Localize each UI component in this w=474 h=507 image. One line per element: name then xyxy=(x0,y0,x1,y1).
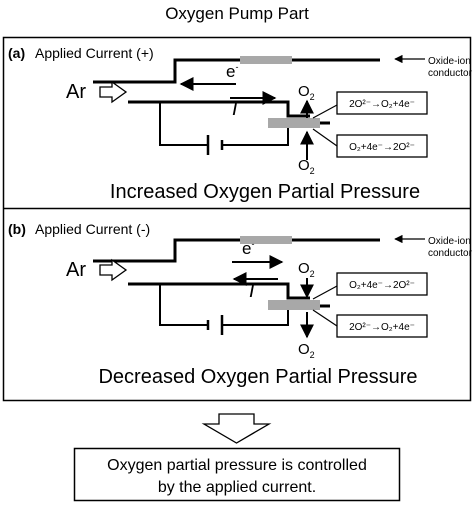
panel-b-tube-outer-wall xyxy=(93,238,380,263)
panel-a-o2-top-label: O2 xyxy=(298,83,315,102)
panel-b-reaction-bottom: 2O²⁻→O₂+4e⁻ xyxy=(349,322,415,333)
panel-a-label: (a) xyxy=(8,45,25,61)
panel-a-reaction-bottom-connector xyxy=(312,128,338,147)
conclusion-line-1: Oxygen partial pressure is controlled xyxy=(107,457,367,474)
panel-b-reaction-bottom-connector xyxy=(312,309,338,327)
panel-b-ar-inlet-arrow xyxy=(99,258,128,282)
panel-a-circuit-wire-left xyxy=(159,102,208,146)
panel-b-conductor-bottom xyxy=(268,300,320,310)
panel-a-ar-label: Ar xyxy=(66,81,86,103)
panel-a-conductor-bottom xyxy=(268,118,320,128)
panel-b-circuit-wire-left xyxy=(159,284,208,326)
panel-a-circuit-wire-right xyxy=(222,128,289,146)
conclusion-line-2: by the applied current. xyxy=(158,479,316,496)
panel-b-conductor-top xyxy=(240,236,292,244)
diagram-title: Oxygen Pump Part xyxy=(165,4,309,23)
panel-b-label: (b) xyxy=(8,221,26,237)
panel-b-conductor-label-line2: conductor xyxy=(428,248,473,259)
result-down-arrow xyxy=(201,413,272,444)
panel-b-reaction-bottom-box xyxy=(336,314,428,338)
panel-b-electron-label: e- xyxy=(242,239,254,258)
panel-b-o2-bottom-label: O2 xyxy=(298,341,315,360)
panel-b-reaction-top-connector xyxy=(312,285,338,300)
panel-a-tube-inner-wall xyxy=(128,100,310,118)
panel-a-reaction-bottom-box xyxy=(336,134,428,158)
panel-a-conductor-top xyxy=(240,56,292,64)
panel-b-conductor-label-line1: Oxide-ion xyxy=(428,236,471,247)
panel-a-current-label: I xyxy=(232,98,238,120)
panel-b: (b) Applied Current (-) Ar e- I Oxide-io… xyxy=(8,221,473,388)
panel-a-reaction-bottom: O₂+4e⁻→2O²⁻ xyxy=(349,142,415,153)
panel-a-conductor-label-line2: conductor xyxy=(428,68,473,79)
panel-b-ar-label: Ar xyxy=(66,259,86,281)
panel-b-caption: Decreased Oxygen Partial Pressure xyxy=(98,366,417,388)
conclusion-box xyxy=(73,447,401,502)
panel-a-ar-inlet-arrow xyxy=(99,80,128,104)
panel-a-reaction-top: 2O²⁻→O₂+4e⁻ xyxy=(349,99,415,110)
panel-a-o2-bottom-label: O2 xyxy=(298,157,315,176)
panel-b-current-label: I xyxy=(249,280,255,302)
panel-b-reaction-top: O₂+4e⁻→2O²⁻ xyxy=(349,280,415,291)
outer-frame xyxy=(2,36,472,402)
panel-a-reaction-top-box xyxy=(336,91,428,115)
panel-b-heading: Applied Current (-) xyxy=(35,221,150,237)
panel-b-reaction-top-box xyxy=(336,272,428,296)
panel-a-caption: Increased Oxygen Partial Pressure xyxy=(110,181,420,203)
panel-a-heading: Applied Current (+) xyxy=(35,45,154,61)
panel-b-circuit-wire-right xyxy=(222,310,289,326)
panel-a-reaction-top-connector xyxy=(312,104,338,119)
panel-a: (a) Applied Current (+) Ar e- I Oxide-io… xyxy=(8,45,473,203)
panel-b-o2-top-label: O2 xyxy=(298,260,315,279)
panel-a-conductor-label-line1: Oxide-ion xyxy=(428,56,471,67)
panel-a-electron-label: e- xyxy=(226,62,238,81)
panel-b-tube-inner-wall xyxy=(128,282,310,300)
